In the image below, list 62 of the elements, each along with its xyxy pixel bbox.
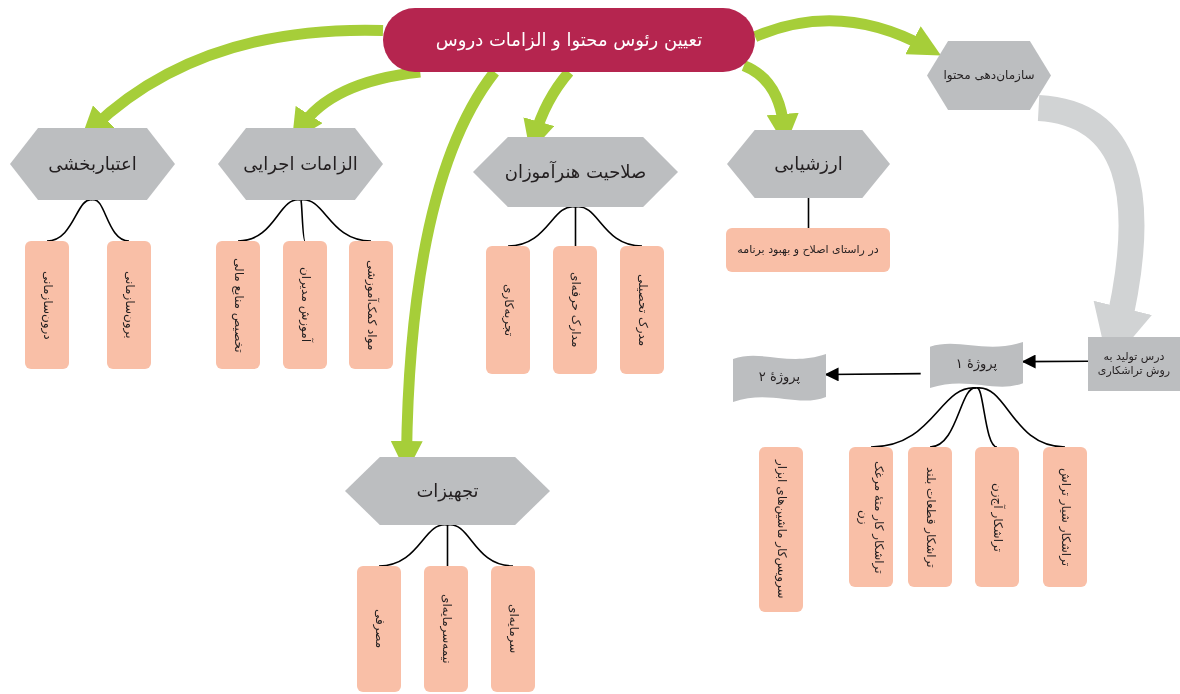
- course-box: [1088, 337, 1180, 391]
- category-hexagon: [927, 41, 1051, 110]
- item-card: [25, 241, 69, 369]
- node-label: ارزشیابی: [774, 152, 843, 176]
- node-label: تراشکار آج‌زن: [989, 482, 1005, 552]
- node-label: مدارک حرفه‌ای: [567, 272, 583, 348]
- node-label: تراشکار کار متهٔ مرغک زن: [856, 459, 886, 576]
- category-hexagon: [218, 128, 383, 200]
- node-label: تجربه‌کاری: [500, 283, 516, 336]
- category-hexagon: [473, 137, 678, 207]
- node-label: سازمان‌دهی محتوا: [943, 68, 1035, 83]
- category-hexagon: [345, 457, 550, 525]
- category-hexagon: [10, 128, 175, 200]
- item-card: [620, 246, 664, 374]
- node-label: تراشکار شیار تراش: [1057, 467, 1073, 567]
- item-card: [486, 246, 530, 374]
- item-card: [1043, 447, 1087, 587]
- node-label: تعیین رئوس محتوا و الزامات دروس: [435, 28, 703, 52]
- item-card: [216, 241, 260, 369]
- node-label: مدرک تحصیلی: [634, 273, 650, 347]
- arrow: [753, 15, 942, 56]
- item-card: [726, 228, 890, 272]
- item-card: [975, 447, 1019, 587]
- item-card: [491, 566, 535, 692]
- project-banner: [930, 340, 1023, 388]
- item-card: [849, 447, 893, 587]
- node-label: اعتباربخشی: [48, 152, 137, 176]
- node-label: تراشکار قطعات بلند: [922, 466, 938, 568]
- node-label: درون‌سازمانی: [39, 270, 55, 340]
- node-label: نیمه‌سرمایه‌ای: [438, 594, 454, 664]
- connector-line: [975, 387, 1066, 448]
- item-card: [349, 241, 393, 369]
- node-label: پروژهٔ ۲: [758, 368, 801, 386]
- node-label: پروژهٔ ۱: [955, 355, 998, 373]
- item-card: [908, 447, 952, 587]
- item-card: [283, 241, 327, 369]
- node-label: برون‌سازمانی: [121, 271, 137, 339]
- node-label: صلاحیت هنرآموزان: [504, 160, 647, 184]
- connector-line: [929, 387, 978, 448]
- item-card: [107, 241, 151, 369]
- item-card: [553, 246, 597, 374]
- node-label: تخصیص منابع مالی: [230, 257, 246, 353]
- node-label: سرمایه‌ای: [505, 604, 521, 654]
- connector-line: [574, 206, 577, 247]
- connector-line: [975, 387, 998, 448]
- connector-line: [299, 199, 306, 242]
- category-hexagon: [727, 130, 890, 198]
- item-card: [759, 447, 803, 612]
- node-label: درس تولید به روش تراشکاری: [1096, 350, 1172, 378]
- connector-line: [807, 197, 810, 229]
- node-label: مواد کمک‌آموزشی: [363, 259, 379, 351]
- node-label: آموزش مدیران: [297, 267, 313, 343]
- title-box: [383, 8, 755, 72]
- node-label: مصرفی: [371, 609, 387, 649]
- node-label: در راستای اصلاح و بهبود برنامه: [737, 243, 879, 257]
- item-card: [424, 566, 468, 692]
- node-label: تجهیزات: [416, 479, 479, 503]
- connector-line: [446, 524, 449, 567]
- project-banner: [733, 352, 826, 402]
- node-label: سرویس‌کار ماشین‌های ابزار: [773, 460, 789, 599]
- node-label: الزامات اجرایی: [243, 152, 358, 176]
- item-card: [357, 566, 401, 692]
